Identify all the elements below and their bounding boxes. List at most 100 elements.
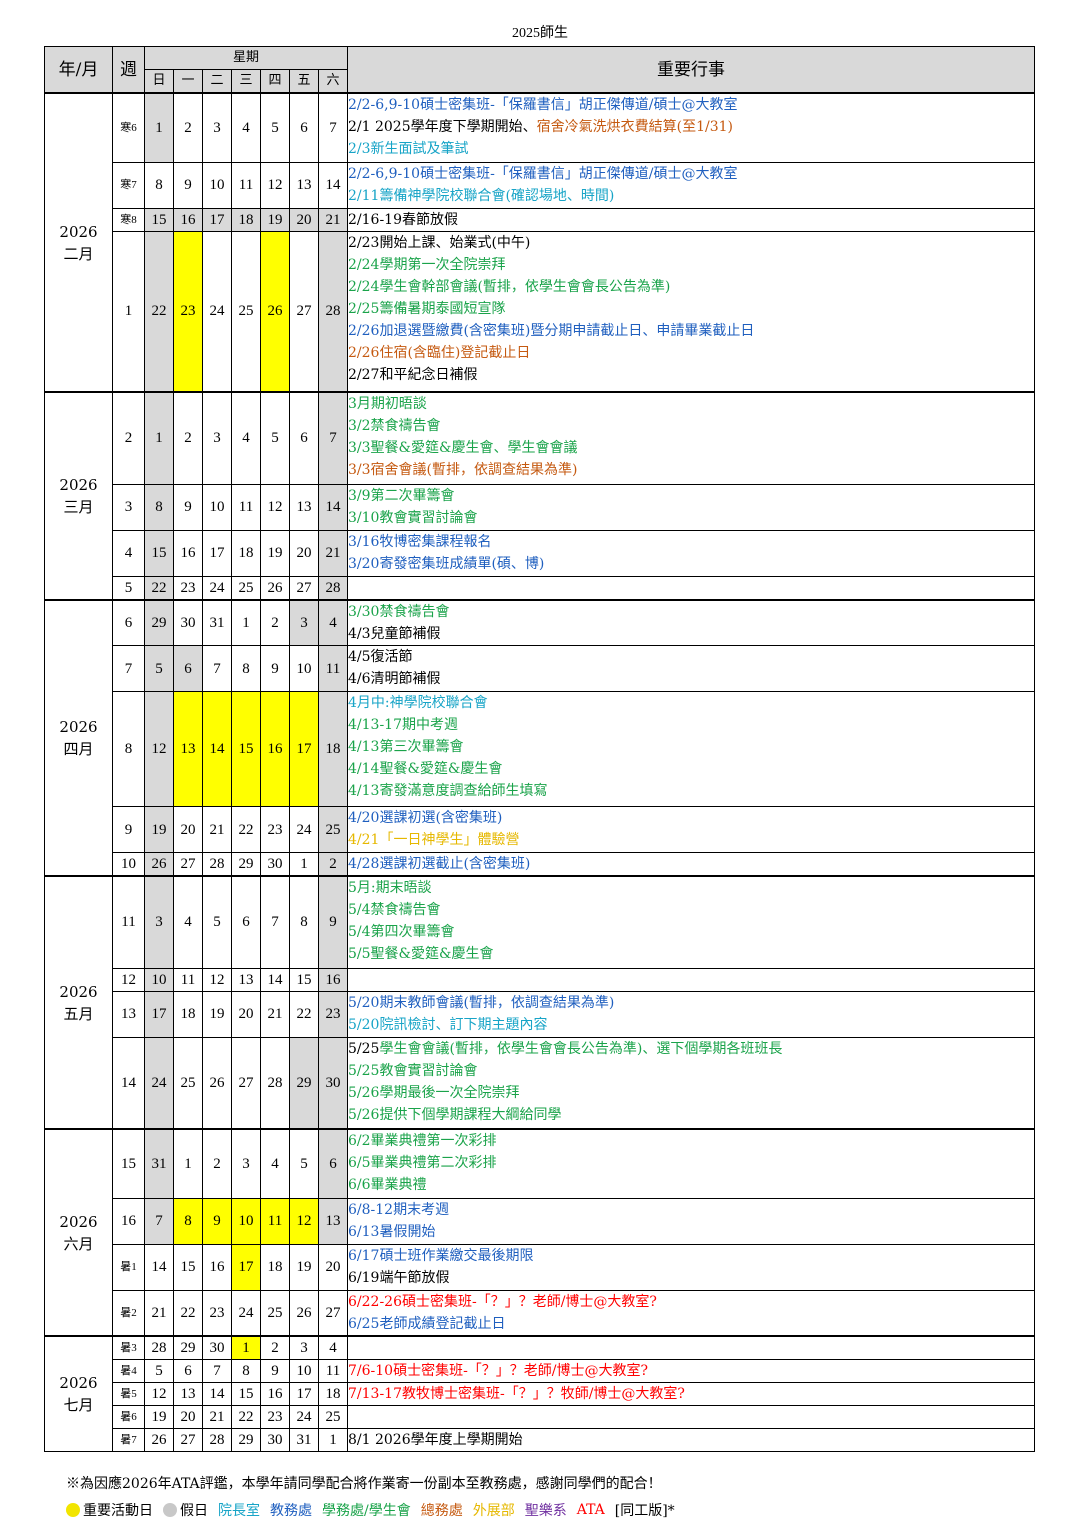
event-text: 4/28選課初選截止(含密集班) xyxy=(348,856,531,872)
day-cell: 26 xyxy=(289,1289,319,1337)
day-cell: 30 xyxy=(173,598,203,646)
day-cell: 27 xyxy=(289,230,319,393)
event-text: 5月:期末晤談 xyxy=(348,880,432,896)
week-number: 7 xyxy=(112,645,145,692)
legend-item: 外展部 xyxy=(473,1500,515,1520)
day-cell: 28 xyxy=(202,852,232,877)
header-day-mon: 一 xyxy=(173,69,203,94)
document-title: 2025師生 xyxy=(512,26,568,41)
legend-item: 聖樂系 xyxy=(525,1500,567,1520)
event-text: 3/3聖餐&愛筵&慶生會、學生會會議 xyxy=(348,440,578,456)
day-cell: 22 xyxy=(173,1289,203,1337)
event-line: 4/5復活節 xyxy=(348,647,1034,669)
day-cell: 5 xyxy=(260,92,290,163)
day-cell: 15 xyxy=(289,967,319,992)
week-number: 16 xyxy=(112,1197,145,1245)
day-cell: 13 xyxy=(289,161,319,209)
day-cell: 3 xyxy=(202,391,232,485)
header-year-month: 年/月 xyxy=(44,46,113,94)
day-cell: 10 xyxy=(144,967,174,992)
events-cell: 7/13-17教牧博士密集班-「？」？牧師/博士@大教室? xyxy=(347,1382,1035,1406)
day-cell: 12 xyxy=(260,483,290,531)
day-cell: 9 xyxy=(202,1197,232,1245)
day-cell: 4 xyxy=(318,1335,348,1360)
events-cell: 6/22-26碩士密集班-「？」？老師/博士@大教室?6/25老師成績登記截止日 xyxy=(347,1289,1035,1337)
event-text: 5/20期末教師會議(暫排，依調查結果為準) xyxy=(348,994,615,1011)
event-line: 7/6-10碩士密集班-「？」？老師/博士@大教室? xyxy=(349,1361,1034,1382)
day-cell: 8 xyxy=(173,1197,203,1245)
day-cell: 1 xyxy=(231,1335,261,1360)
header-day-sun: 日 xyxy=(144,69,174,94)
events-cell xyxy=(347,575,1035,600)
day-cell: 5 xyxy=(260,391,290,485)
event-text: 4/20選課初選(含密集班) xyxy=(348,810,503,826)
event-line: 5/25教會實習討論會 xyxy=(349,1060,1034,1082)
event-line: 2/11籌備神學院校聯合會(確認場地、時間) xyxy=(348,185,1034,207)
day-cell: 17 xyxy=(231,1243,261,1291)
day-cell: 26 xyxy=(202,1036,232,1130)
day-cell: 22 xyxy=(289,990,319,1038)
day-cell: 22 xyxy=(144,230,174,393)
day-cell: 30 xyxy=(260,1428,290,1452)
event-line: 6/22-26碩士密集班-「？」？老師/博士@大教室? xyxy=(349,1291,1034,1313)
day-cell: 15 xyxy=(144,529,174,577)
week-number: 12 xyxy=(112,967,145,992)
day-cell: 16 xyxy=(173,529,203,577)
month-label: 2026 三月 xyxy=(44,391,113,600)
day-cell: 15 xyxy=(173,1243,203,1291)
day-cell: 12 xyxy=(260,161,290,209)
day-cell: 9 xyxy=(173,161,203,209)
day-cell: 29 xyxy=(231,1428,261,1452)
day-cell: 5 xyxy=(144,1359,174,1383)
event-text: 4/5復活節 xyxy=(348,649,413,665)
day-cell: 7 xyxy=(144,1197,174,1245)
day-cell: 11 xyxy=(318,645,348,692)
events-cell xyxy=(347,1335,1035,1360)
week-number: 15 xyxy=(112,1128,145,1199)
day-cell: 21 xyxy=(318,529,348,577)
events-cell: 5/20期末教師會議(暫排，依調查結果為準)5/20院訊檢討、訂下期主題內容 xyxy=(347,990,1035,1038)
event-text: 3/9第二次畢籌會 xyxy=(348,487,455,504)
day-cell: 19 xyxy=(202,990,232,1038)
event-line: 4/21「一日神學生」體驗營 xyxy=(349,829,1034,851)
week-number: 暑6 xyxy=(112,1405,145,1429)
event-line: 3/10教會實習討論會 xyxy=(349,507,1034,529)
week-number: 8 xyxy=(112,691,145,807)
event-text: 4/6清明節補假 xyxy=(348,671,441,687)
event-prefix: 5/25 xyxy=(348,1040,380,1057)
event-line: 5/20期末教師會議(暫排，依調查結果為準) xyxy=(348,992,1034,1014)
event-text: 6/6畢業典禮 xyxy=(348,1177,427,1193)
day-cell: 13 xyxy=(289,483,319,531)
event-text: 4/13-17期中考週 xyxy=(348,717,458,733)
event-line: 5/5聖餐&愛筵&慶生會 xyxy=(349,943,1034,965)
event-text: 3/2禁食禱告會 xyxy=(348,418,441,434)
day-cell: 28 xyxy=(318,230,348,393)
day-cell: 21 xyxy=(144,1289,174,1337)
event-line: 3/16牧博密集課程報名 xyxy=(349,531,1034,553)
day-cell: 10 xyxy=(202,483,232,531)
day-cell: 5 xyxy=(202,875,232,969)
day-cell: 24 xyxy=(289,806,319,853)
event-text: 2/11籌備神學院校聯合會(確認場地、時間) xyxy=(348,187,615,204)
day-cell: 20 xyxy=(289,207,319,232)
day-cell: 30 xyxy=(202,1335,232,1360)
week-number: 寒6 xyxy=(112,92,145,163)
event-line: 7/13-17教牧博士密集班-「？」？牧師/博士@大教室? xyxy=(349,1384,1034,1405)
event-line: 2/25籌備暑期泰國短宣隊 xyxy=(349,298,1034,320)
day-cell: 23 xyxy=(260,1405,290,1429)
day-cell: 15 xyxy=(231,691,261,807)
header-day-fri: 五 xyxy=(289,69,319,94)
day-cell: 24 xyxy=(289,1405,319,1429)
week-number: 4 xyxy=(112,529,145,577)
week-number: 5 xyxy=(112,575,145,600)
legend-item: 假日 xyxy=(163,1500,208,1520)
